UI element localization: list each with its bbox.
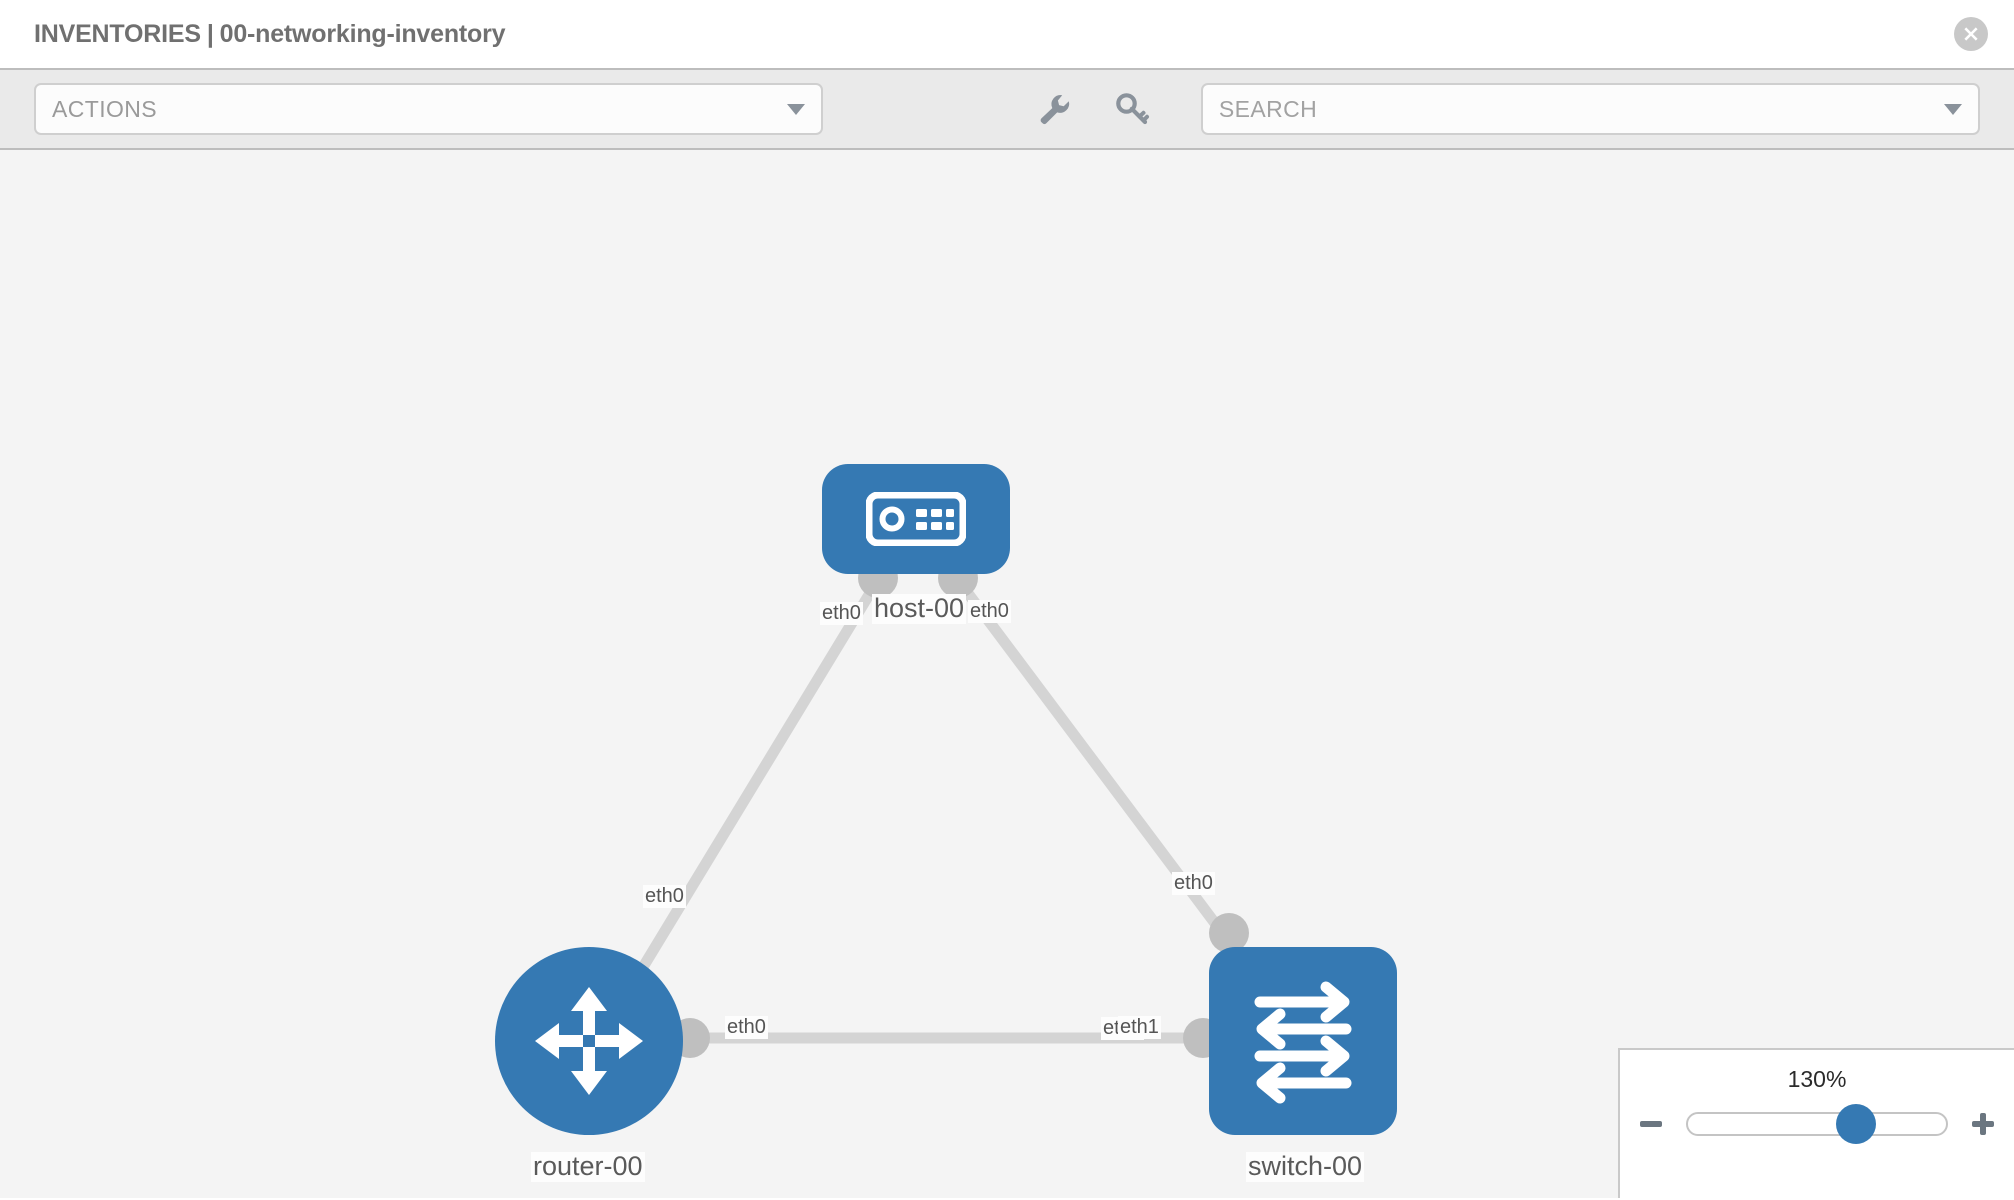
node-router-00-shape[interactable] <box>495 947 683 1135</box>
zoom-out-button[interactable] <box>1634 1107 1668 1141</box>
node-host-00-shape[interactable] <box>822 464 1010 574</box>
wrench-glyph <box>1040 95 1070 125</box>
actions-dropdown[interactable]: ACTIONS <box>34 83 823 135</box>
zoom-in-button[interactable] <box>1966 1107 2000 1141</box>
zoom-panel: 130% <box>1618 1048 2014 1198</box>
key-glyph <box>1116 93 1149 125</box>
close-icon[interactable] <box>1954 17 1988 51</box>
key-icon[interactable] <box>1111 88 1153 130</box>
connector-switch-topleft <box>1209 913 1249 953</box>
switch-arrows-icon <box>1254 981 1352 1104</box>
search-input[interactable]: SEARCH <box>1200 83 1980 135</box>
breadcrumb-section[interactable]: INVENTORIES <box>34 19 201 48</box>
link-host-router[interactable] <box>615 577 883 1008</box>
close-x-glyph <box>1964 27 1978 41</box>
chevron-down-icon[interactable] <box>1944 103 1962 115</box>
zoom-level-value: 130% <box>1787 1066 1847 1092</box>
search-placeholder: SEARCH <box>1218 95 1318 122</box>
zoom-slider[interactable] <box>1686 1104 1948 1144</box>
toolbar: ACTIONS SEARCH <box>0 68 2014 150</box>
zoom-slider-thumb[interactable] <box>1835 1104 1876 1144</box>
actions-dropdown-label: ACTIONS <box>52 95 158 122</box>
plus-icon <box>1972 1113 1994 1135</box>
router-arrows-icon <box>535 987 643 1095</box>
iface-label-host-left: eth0 <box>820 602 863 625</box>
page-header: INVENTORIES|00-networking-inventory <box>0 0 2014 68</box>
iface-label-switch-up: eth0 <box>1172 872 1215 895</box>
topology-links <box>615 576 1270 1044</box>
node-switch-00-label: switch-00 <box>1246 1151 1365 1182</box>
iface-label-switch-left-eth1: eth1 <box>1118 1016 1161 1039</box>
zoom-controls <box>1620 1104 2014 1144</box>
node-router-00-label: router-00 <box>531 1151 645 1182</box>
node-switch-00-shape[interactable] <box>1209 947 1397 1135</box>
iface-label-router-right: eth0 <box>725 1016 768 1039</box>
node-host-00-label: host-00 <box>872 593 967 624</box>
wrench-icon[interactable] <box>1033 88 1075 130</box>
iface-label-router-up: eth0 <box>643 885 686 908</box>
server-icon <box>866 492 966 546</box>
breadcrumb-current: 00-networking-inventory <box>219 19 506 48</box>
chevron-down-icon <box>786 103 805 115</box>
toolbar-icon-group <box>1033 88 1153 130</box>
iface-label-host-right: eth0 <box>968 600 1011 623</box>
topology-canvas[interactable]: host-00 router-00 <box>0 150 2014 1198</box>
breadcrumb: INVENTORIES|00-networking-inventory <box>34 19 506 49</box>
breadcrumb-separator: | <box>206 19 214 48</box>
minus-icon <box>1640 1121 1662 1127</box>
